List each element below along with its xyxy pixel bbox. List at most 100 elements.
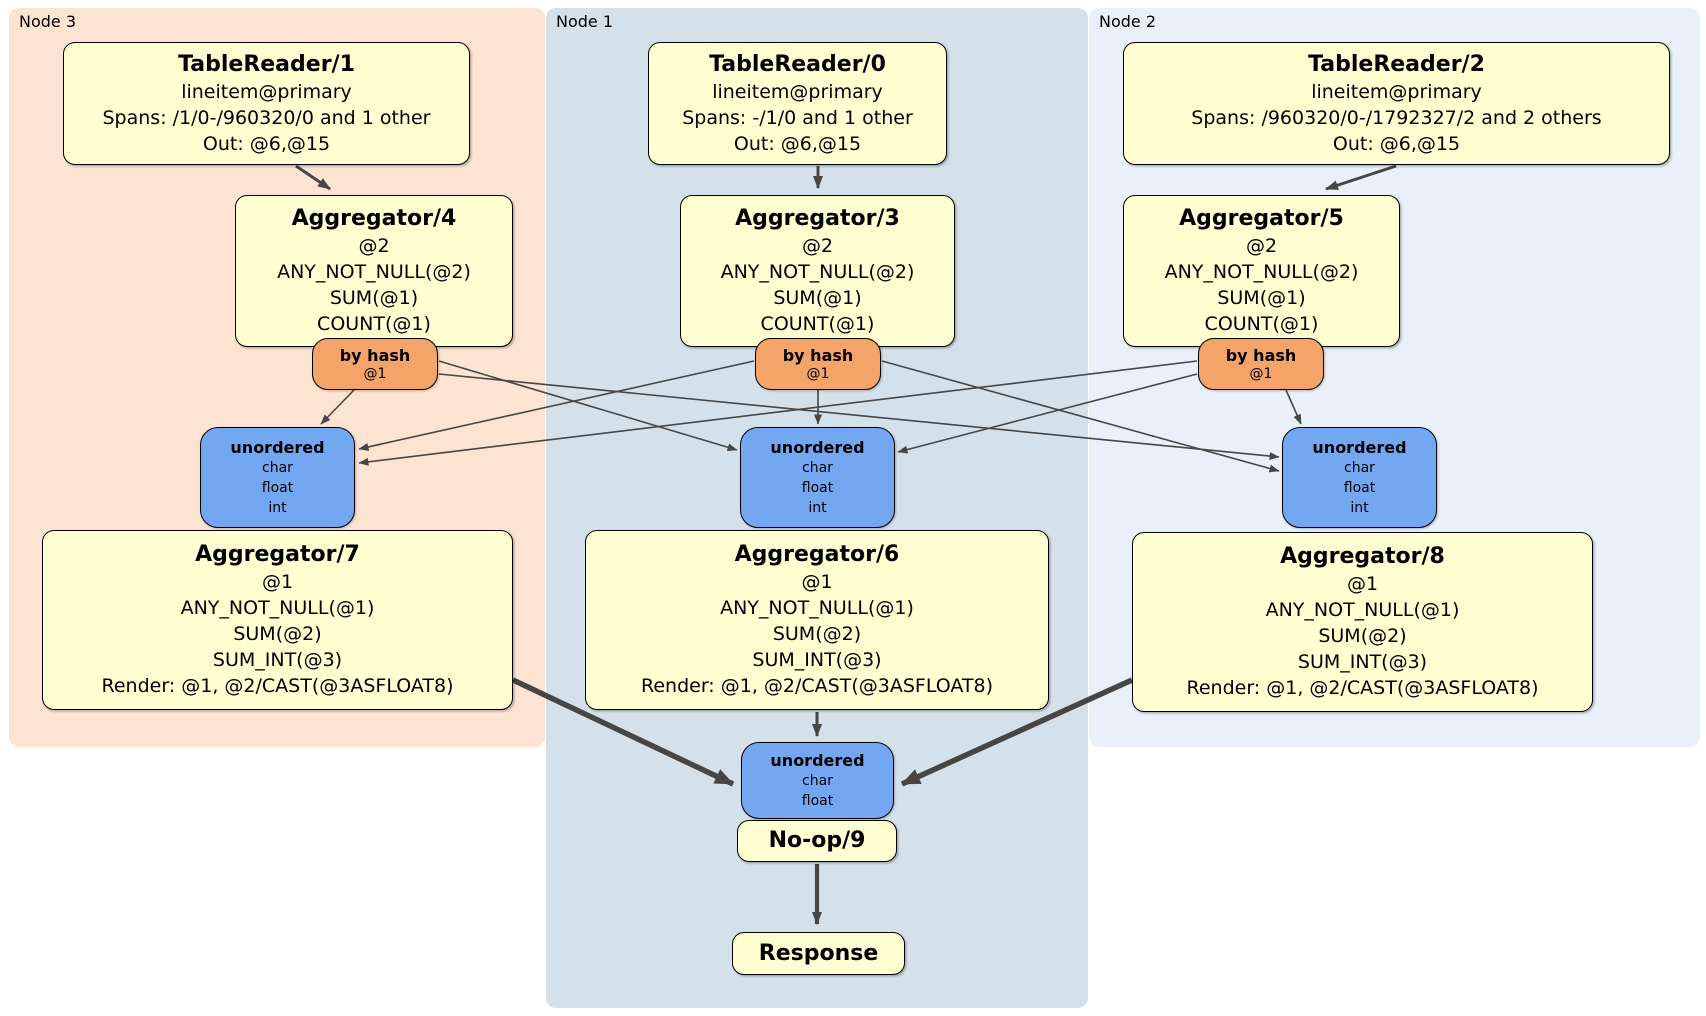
processor-title: Aggregator/4 [291,206,457,231]
detail-line: ANY_NOT_NULL(@1) [1265,599,1460,621]
detail-line: @1 [1346,573,1379,595]
sync-title: unordered [770,437,865,457]
detail-line: Spans: /1/0-/960320/0 and 1 other [102,106,431,129]
node1-label: Node 1 [556,12,614,31]
router-title: by hash [782,345,854,365]
detail-line: SUM(@1) [329,287,419,309]
edge-agg8-syncfinal [900,677,1134,787]
detail-line: @1 [261,571,294,593]
hash-router-node3: by hash @1 [312,338,438,390]
detail-line: Out: @6,@15 [202,132,331,155]
router-details: @1 [364,366,387,383]
processor-noop-9: No-op/9 [737,820,897,862]
edge-router2-sync3 [358,360,1198,466]
detail-line: int [1350,499,1369,516]
edge-router1-sync2 [881,360,1280,473]
detail-line: ANY_NOT_NULL(@2) [277,261,471,283]
detail-line: @1 [801,571,833,593]
detail-line: @2 [801,235,834,257]
detail-line: float [801,479,834,496]
detail-line: SUM(@2) [1318,625,1407,647]
edge-tr1-agg4 [295,164,331,191]
processor-title: Aggregator/6 [734,542,900,567]
detail-line: COUNT(@1) [317,313,431,335]
detail-line: Render: @1, @2/CAST(@3ASFLOAT8) [1186,677,1539,699]
sync-title: unordered [1312,437,1407,457]
processor-title: Aggregator/8 [1280,544,1445,569]
router-details: @1 [1250,366,1273,383]
node3-label: Node 3 [19,12,77,31]
edge-router3-sync3 [320,389,355,425]
sync-title: unordered [770,750,865,770]
detail-line: int [808,499,827,516]
edge-router3-sync1 [438,360,738,452]
edge-router2-sync1 [897,373,1198,454]
detail-line: float [801,792,834,809]
router-title: by hash [339,345,411,365]
processor-title: TableReader/1 [178,51,355,77]
response-node: Response [732,932,905,975]
detail-line: SUM_INT(@3) [1297,651,1428,673]
detail-line: SUM(@1) [773,287,862,309]
hash-router-node1: by hash @1 [755,338,881,390]
edge-router1-sync3 [358,360,755,451]
edge-router3-sync2 [438,373,1280,461]
sync-title: unordered [230,437,325,457]
detail-line: float [261,479,294,496]
detail-line: SUM(@2) [772,623,862,645]
sync-details: char float int [262,458,293,518]
detail-line: SUM(@2) [233,623,322,645]
detail-line: COUNT(@1) [1204,313,1319,335]
detail-line: @1 [806,365,830,382]
detail-line: Spans: /960320/0-/1792327/2 and 2 others [1191,106,1602,129]
router-details: @1 [807,366,830,383]
edge-router2-sync2 [1285,389,1302,425]
detail-line: lineitem@primary [181,80,352,103]
detail-line: @1 [1249,365,1273,382]
detail-line: Out: @6,@15 [733,132,862,155]
detail-line: @1 [363,365,387,382]
detail-line: Out: @6,@15 [1332,132,1461,155]
processor-title: Aggregator/5 [1179,206,1344,231]
detail-line: char [1344,459,1375,476]
detail-line: lineitem@primary [1311,80,1482,103]
detail-line: ANY_NOT_NULL(@2) [720,261,915,283]
detail-line: ANY_NOT_NULL(@1) [180,597,375,619]
unordered-sync-node3: unordered char float int [200,427,355,528]
processor-title: Aggregator/3 [735,206,900,231]
detail-line: ANY_NOT_NULL(@2) [1164,261,1359,283]
detail-line: char [262,459,293,476]
detail-line: Render: @1, @2/CAST(@3ASFLOAT8) [101,675,454,697]
detail-line: @2 [1245,235,1278,257]
processor-title: Response [758,940,879,966]
detail-line: int [268,499,287,516]
detail-line: ANY_NOT_NULL(@1) [720,597,914,619]
detail-line: SUM_INT(@3) [752,649,882,671]
detail-line: SUM_INT(@3) [212,649,343,671]
detail-line: SUM(@1) [1217,287,1306,309]
edge-agg7-syncfinal [511,677,735,787]
